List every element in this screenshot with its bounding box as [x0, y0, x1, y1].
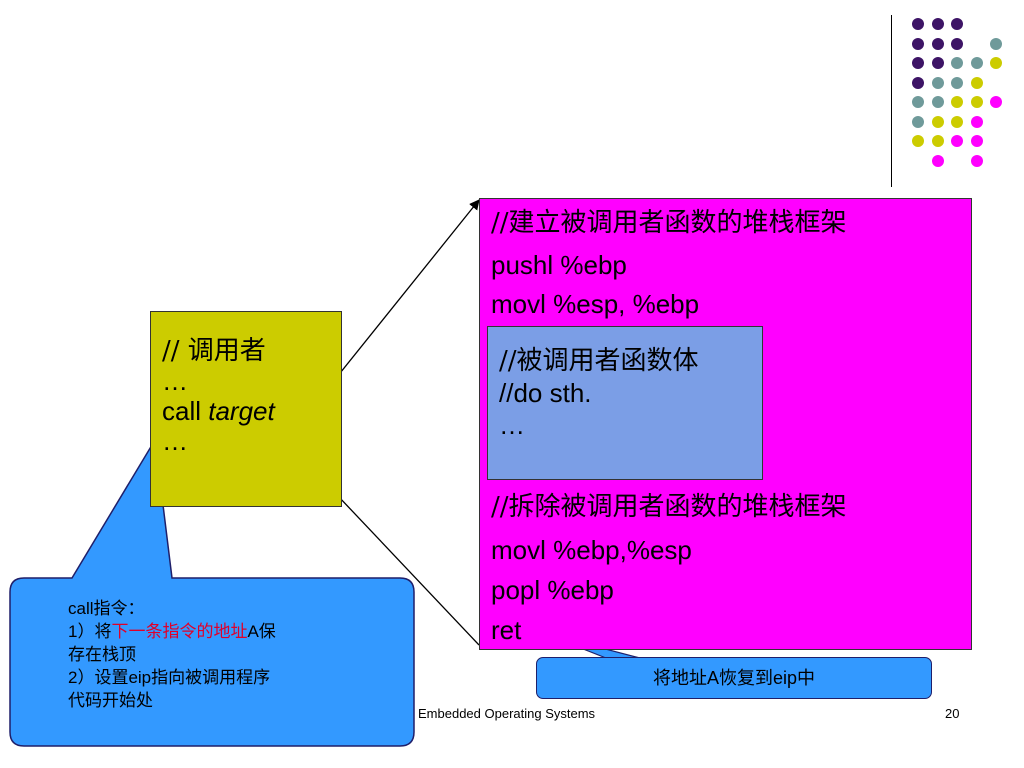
- divider-line: [891, 15, 892, 187]
- footer-title: Embedded Operating Systems: [418, 706, 596, 721]
- decorative-dot: [951, 76, 963, 89]
- decorative-dot: [951, 37, 963, 50]
- decorative-dot-grid: [900, 10, 1010, 170]
- caller-ellipsis-top: …: [162, 366, 188, 396]
- decorative-dot: [912, 135, 924, 147]
- setup-line-2: movl %esp, %ebp: [491, 289, 700, 319]
- callee-body-box: //被调用者函数体 //do sth. …: [487, 326, 763, 480]
- decorative-dot: [912, 76, 924, 89]
- decorative-dot: [931, 37, 944, 50]
- decorative-dot: [912, 96, 924, 108]
- decorative-dot: [931, 96, 944, 108]
- decorative-dot: [990, 57, 1002, 69]
- body-do-something: //do sth.: [499, 378, 592, 408]
- teardown-line-1: movl %ebp,%esp: [491, 535, 692, 565]
- decorative-dot: [931, 115, 944, 128]
- call-callout-shape: [9, 437, 415, 747]
- decorative-dot: [951, 18, 963, 30]
- body-comment: //被调用者函数体: [499, 346, 699, 376]
- decorative-dot: [931, 135, 944, 147]
- setup-comment: //建立被调用者函数的堆栈框架: [491, 208, 847, 238]
- decorative-dot: [931, 18, 944, 30]
- decorative-dot: [970, 76, 983, 89]
- caller-ellipsis-bottom: …: [162, 426, 188, 456]
- decorative-dot: [912, 57, 924, 69]
- decorative-dot: [912, 37, 924, 50]
- call-note-step-1-cont: 存在栈顶: [68, 645, 136, 664]
- decorative-dot: [970, 154, 983, 167]
- call-note-step-2: 2）设置eip指向被调用程序: [68, 668, 271, 687]
- body-ellipsis: …: [499, 410, 525, 440]
- teardown-line-2: popl %ebp: [491, 575, 614, 605]
- caller-call-line: call target: [162, 396, 341, 426]
- call-note-step-1: 1）将下一条指令的地址A保: [68, 620, 398, 643]
- call-note-step-2-cont: 代码开始处: [68, 691, 153, 710]
- call-target: target: [208, 396, 275, 426]
- decorative-dot: [912, 115, 924, 128]
- decorative-dot: [931, 154, 944, 167]
- setup-line-1: pushl %ebp: [491, 250, 627, 280]
- decorative-dot: [912, 18, 924, 30]
- decorative-dot: [990, 37, 1002, 50]
- decorative-dot: [990, 96, 1002, 108]
- decorative-dot: [951, 57, 963, 69]
- decorative-dot: [931, 76, 944, 89]
- restore-eip-note: 将地址A恢复到eip中: [536, 657, 932, 699]
- teardown-line-3: ret: [491, 615, 522, 645]
- decorative-dot: [951, 96, 963, 108]
- call-keyword: call: [162, 396, 209, 426]
- next-instruction-address: 下一条指令的地址: [111, 622, 248, 641]
- step-1-suffix: A保: [247, 622, 276, 641]
- call-instruction-note: call指令： 1）将下一条指令的地址A保 存在栈顶 2）设置eip指向被调用程…: [68, 597, 398, 712]
- decorative-dot: [970, 135, 983, 147]
- decorative-dot: [970, 57, 983, 69]
- decorative-dot: [970, 96, 983, 108]
- decorative-dot: [951, 135, 963, 147]
- decorative-dot: [970, 115, 983, 128]
- caller-comment: // 调用者: [162, 336, 266, 366]
- page-number: 20: [945, 706, 960, 721]
- decorative-dot: [931, 57, 944, 69]
- caller-box: // 调用者 … call target …: [150, 311, 342, 507]
- call-note-title: call指令：: [68, 599, 145, 618]
- teardown-comment: //拆除被调用者函数的堆栈框架: [491, 492, 847, 522]
- step-1-prefix: 1）将: [68, 622, 112, 641]
- decorative-dot: [951, 115, 963, 128]
